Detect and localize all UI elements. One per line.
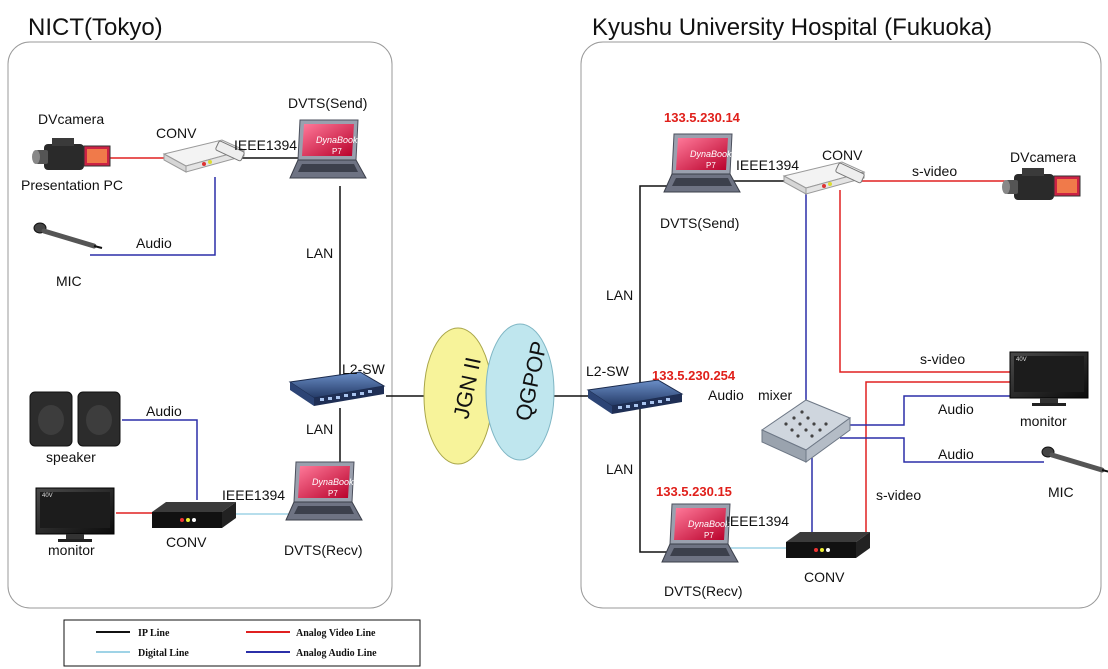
right-svideo-top-label: s-video [912,163,957,179]
right-recv-brand: DynaBook [688,519,730,529]
right-audio-mic-line [840,437,1044,463]
right-svideo-conv-line [865,381,1010,535]
left-conv-top-label: CONV [156,125,197,141]
legend: IP Line Analog Video Line Digital Line A… [63,619,421,667]
right-ip-send: 133.5.230.14 [664,110,741,125]
left-send-brand: DynaBook [316,135,358,145]
right-dvts-recv-label: DVTS(Recv) [664,583,743,599]
right-l2sw-label: L2-SW [586,363,630,379]
right-conv-top-label: CONV [822,147,863,163]
right-mixer-label: mixer [758,387,793,403]
right-audio-monitor-label: Audio [938,401,974,417]
left-monitor-badge: 40V [42,493,53,499]
left-audio-mic-line [90,177,216,256]
right-ip-sw: 133.5.230.254 [652,368,736,383]
legend-analog-video-label: Analog Video Line [296,628,376,639]
left-audio-mic-label: Audio [136,235,172,251]
right-conv-bottom-label: CONV [804,569,845,585]
mixer-icon [760,399,852,463]
right-dvts-send-label: DVTS(Send) [660,215,739,231]
nict-site-title: NICT(Tokyo) [28,14,163,41]
left-conv-bottom-label: CONV [166,534,207,550]
left-recv-brand: DynaBook [312,477,354,487]
right-dvts-send-laptop-icon [663,133,741,193]
left-ieee1394-top-label: IEEE1394 [234,137,297,153]
kyushu-site-title: Kyushu University Hospital (Fukuoka) [592,14,992,41]
left-lan-bottom-label: LAN [306,421,333,437]
left-dvts-recv-laptop-icon [285,461,363,521]
right-monitor-label: monitor [1020,413,1067,429]
right-monitor-badge: 40V [1016,357,1027,363]
left-send-model: P7 [332,147,342,156]
right-ieee1394-bottom-label: IEEE1394 [726,513,789,529]
right-audio-mic-label: Audio [938,446,974,462]
left-ieee1394-bottom-label: IEEE1394 [222,487,285,503]
left-conv-black-icon [152,502,236,528]
right-audio-mixer-label: Audio [708,387,744,403]
left-dvts-recv-label: DVTS(Recv) [284,542,363,558]
right-ieee1394-top-label: IEEE1394 [736,157,799,173]
right-send-model: P7 [706,161,716,170]
left-monitor-label: monitor [48,542,95,558]
legend-ip-label: IP Line [138,628,170,639]
legend-analog-audio-label: Analog Audio Line [296,648,377,659]
kyushu-site-panel [580,41,1102,609]
right-lan-top-label: LAN [606,287,633,303]
left-l2sw-label: L2-SW [342,361,386,377]
right-audio-monitor-line [840,395,1010,426]
speaker-icon [29,391,121,447]
right-svideo-monitor-line [839,190,1010,373]
qgpop-cloud [485,323,555,461]
right-lan-recv-line [639,396,672,553]
right-recv-model: P7 [704,531,714,540]
left-dvts-send-laptop-icon [289,119,367,179]
right-lan-send-line [639,185,672,396]
legend-box [63,619,421,667]
right-svideo-conv-label: s-video [876,487,921,503]
left-lan-top-label: LAN [306,245,333,261]
left-presentation-pc-label: Presentation PC [21,177,123,193]
left-dvcamera-label: DVcamera [38,111,104,127]
legend-digital-label: Digital Line [138,648,189,659]
left-audio-speaker-label: Audio [146,403,182,419]
left-recv-model: P7 [328,489,338,498]
right-mic-label: MIC [1048,484,1074,500]
right-lan-bottom-label: LAN [606,461,633,477]
right-dvcamera-label: DVcamera [1010,149,1076,165]
right-ip-recv: 133.5.230.15 [656,484,732,499]
left-audio-speaker-line [122,419,198,500]
right-svideo-monitor-label: s-video [920,351,965,367]
left-mic-label: MIC [56,273,82,289]
right-send-brand: DynaBook [690,149,732,159]
left-dvts-send-label: DVTS(Send) [288,95,367,111]
left-speaker-label: speaker [46,449,96,465]
right-conv-black-icon [786,532,870,558]
